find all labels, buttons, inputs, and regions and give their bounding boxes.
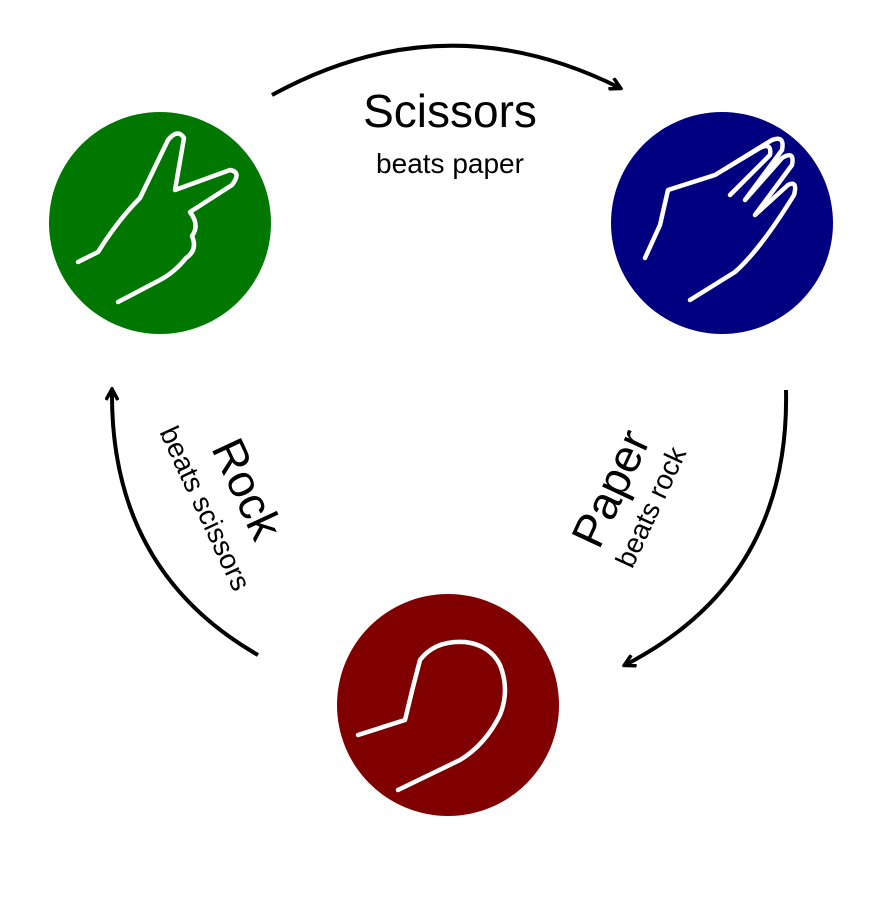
- arrow-rock-to-scissors: [112, 390, 259, 657]
- paper-circle: [611, 112, 833, 334]
- paper-hand-icon: [642, 136, 798, 303]
- scissors-label: Scissors: [363, 85, 537, 137]
- arrow-paper-to-rock: [625, 389, 789, 665]
- rock-node: [334, 591, 562, 819]
- rock-circle: [337, 594, 559, 816]
- arrow-scissors-to-paper: [271, 43, 620, 97]
- scissors-node: [46, 109, 274, 337]
- scissors-caption: beats paper: [376, 148, 524, 179]
- rock-fist-icon: [355, 639, 508, 793]
- scissors-circle: [49, 112, 271, 334]
- paper-node: [608, 109, 836, 337]
- scissors-hand-icon: [75, 131, 239, 305]
